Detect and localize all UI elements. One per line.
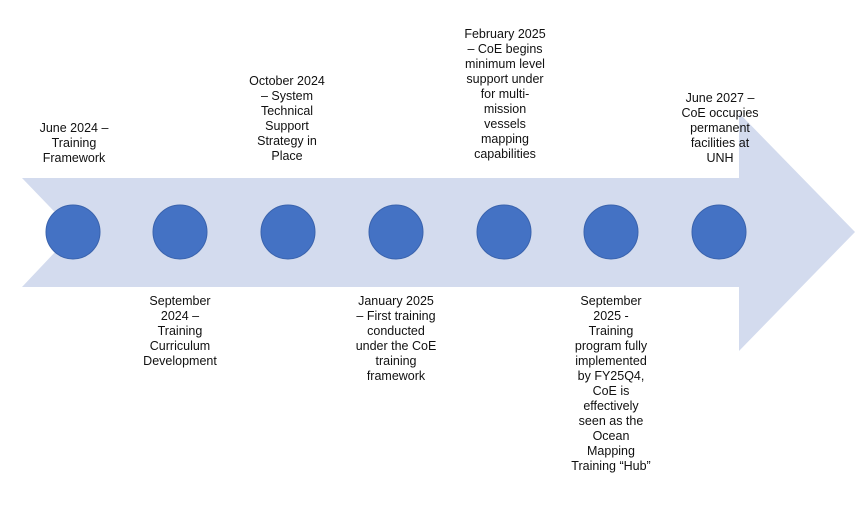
milestone-marker-6 <box>691 204 747 260</box>
timeline-arrow <box>22 113 855 351</box>
milestone-marker-0 <box>45 204 101 260</box>
timeline-markers <box>45 204 747 260</box>
milestone-label-october-2024: October 2024 – System Technical Support … <box>249 74 325 163</box>
milestone-label-january-2025: January 2025 – First training conducted … <box>355 294 437 383</box>
milestone-label-february-2025: February 2025 – CoE begins minimum level… <box>464 27 546 161</box>
milestone-label-september-2025: September 2025 - Training program fully … <box>571 294 651 473</box>
milestone-label-june-2024: June 2024 – Training Framework <box>39 121 109 165</box>
milestone-marker-3 <box>368 204 424 260</box>
milestone-marker-5 <box>583 204 639 260</box>
milestone-marker-4 <box>476 204 532 260</box>
milestone-marker-2 <box>260 204 316 260</box>
milestone-label-september-2024: September 2024 – Training Curriculum Dev… <box>143 294 217 368</box>
milestone-marker-1 <box>152 204 208 260</box>
milestone-label-june-2027: June 2027 – CoE occupies permanent facil… <box>681 91 759 165</box>
